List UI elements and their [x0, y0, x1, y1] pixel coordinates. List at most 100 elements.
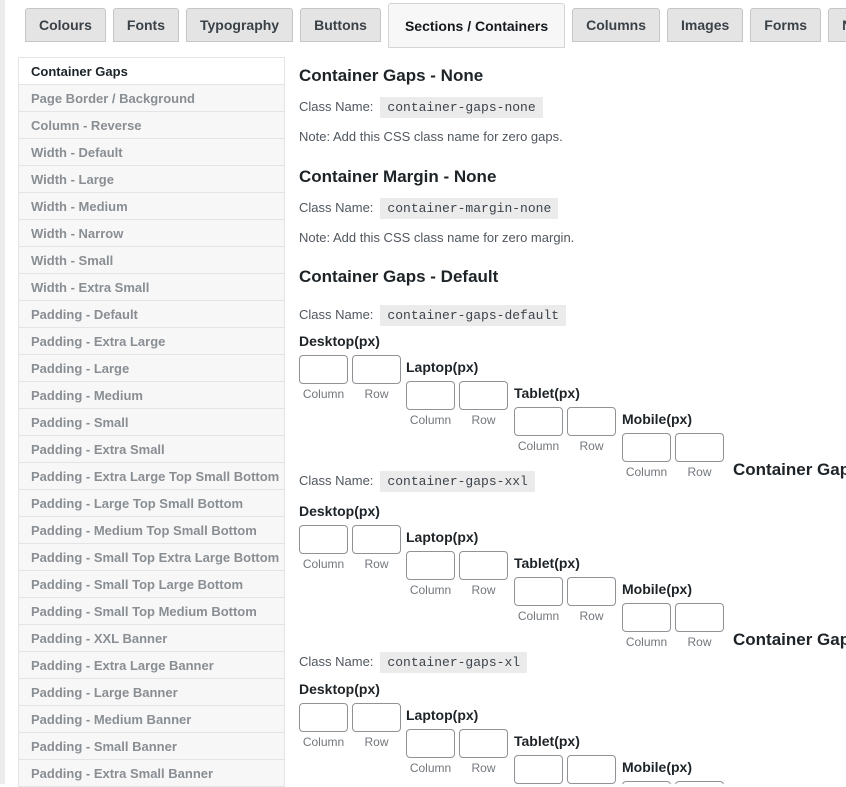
class-name-label: Class Name: [299, 654, 374, 669]
column-gap-input[interactable] [622, 433, 671, 462]
sidebar-item-padding-medium-top-small-bottom[interactable]: Padding - Medium Top Small Bottom [19, 517, 284, 544]
row-label: Row [364, 735, 389, 749]
sidebar-item-padding-medium-banner[interactable]: Padding - Medium Banner [19, 706, 284, 733]
tab-columns[interactable]: Columns [572, 8, 661, 42]
tab-navigation[interactable]: Navigation [828, 8, 846, 42]
column-gap-input[interactable] [299, 525, 348, 554]
column-gap-input[interactable] [514, 407, 563, 436]
row-label: Row [687, 465, 712, 479]
column-gap-input[interactable] [406, 729, 455, 758]
tab-images[interactable]: Images [667, 8, 744, 42]
tab-forms[interactable]: Forms [750, 8, 822, 42]
sidebar-item-padding-extra-large-top-small-bottom[interactable]: Padding - Extra Large Top Small Bottom [19, 463, 284, 490]
row-gap-input[interactable] [352, 525, 401, 554]
row-label: Row [471, 413, 496, 427]
sidebar-item-padding-extra-large-banner[interactable]: Padding - Extra Large Banner [19, 652, 284, 679]
sidebar-item-width-narrow[interactable]: Width - Narrow [19, 220, 284, 247]
sidebar-item-width-default[interactable]: Width - Default [19, 139, 284, 166]
device-label: Tablet(px) [514, 733, 580, 749]
device-label: Desktop(px) [299, 681, 380, 697]
column-gap-input[interactable] [622, 603, 671, 632]
gap-inputs [514, 755, 618, 784]
sidebar-item-padding-large[interactable]: Padding - Large [19, 355, 284, 382]
sidebar-item-padding-default[interactable]: Padding - Default [19, 301, 284, 328]
column-gap-input[interactable] [299, 703, 348, 732]
sidebar-item-padding-small-banner[interactable]: Padding - Small Banner [19, 733, 284, 760]
section-title: Container Gaps - None [299, 66, 484, 85]
row-gap-input[interactable] [567, 755, 616, 784]
sidebar-item-padding-small-top-medium-bottom[interactable]: Padding - Small Top Medium Bottom [19, 598, 284, 625]
sidebar-item-padding-small[interactable]: Padding - Small [19, 409, 284, 436]
column-gap-input[interactable] [406, 381, 455, 410]
tab-fonts[interactable]: Fonts [112, 8, 179, 42]
column-gap-input[interactable] [406, 551, 455, 580]
column-gap-input[interactable] [514, 755, 563, 784]
sidebar-item-padding-large-banner[interactable]: Padding - Large Banner [19, 679, 284, 706]
column-gap-input[interactable] [514, 577, 563, 606]
sidebar-item-padding-small-top-large-bottom[interactable]: Padding - Small Top Large Bottom [19, 571, 284, 598]
column-label: Column [409, 583, 452, 597]
class-name-code: container-gaps-xxl [380, 471, 535, 492]
row-gap-input[interactable] [567, 577, 616, 606]
sidebar-item-padding-extra-small-banner[interactable]: Padding - Extra Small Banner [19, 760, 284, 787]
tab-sections-containers[interactable]: Sections / Containers [387, 3, 566, 48]
row-gap-input[interactable] [675, 433, 724, 462]
sidebar-item-padding-xxl-banner[interactable]: Padding - XXL Banner [19, 625, 284, 652]
class-name-line: Class Name:container-gaps-none [299, 96, 543, 119]
sidebar-item-padding-extra-small[interactable]: Padding - Extra Small [19, 436, 284, 463]
row-gap-input[interactable] [352, 703, 401, 732]
device-label: Laptop(px) [406, 707, 479, 723]
column-label: Column [409, 413, 452, 427]
sidebar-item-width-small[interactable]: Width - Small [19, 247, 284, 274]
column-gap-input[interactable] [299, 355, 348, 384]
row-gap-input[interactable] [352, 355, 401, 384]
row-label: Row [687, 635, 712, 649]
sidebar-item-padding-medium[interactable]: Padding - Medium [19, 382, 284, 409]
tab-buttons[interactable]: Buttons [300, 8, 381, 42]
column-gap-input[interactable] [622, 781, 671, 784]
gap-input-labels: Column Row [406, 413, 510, 427]
column-label: Column [625, 465, 668, 479]
gap-inputs [622, 781, 726, 784]
row-gap-input[interactable] [459, 381, 508, 410]
gap-inputs [622, 603, 726, 632]
class-name-line: Class Name:container-gaps-xxl [299, 470, 535, 493]
sidebar-item-padding-small-top-extra-large-bottom[interactable]: Padding - Small Top Extra Large Bottom [19, 544, 284, 571]
gap-input-labels: Column Row [622, 465, 726, 479]
class-name-code: container-gaps-none [380, 97, 543, 118]
sidebar-item-padding-large-top-small-bottom[interactable]: Padding - Large Top Small Bottom [19, 490, 284, 517]
column-label: Column [409, 761, 452, 775]
sidebar-item-width-extra-small[interactable]: Width - Extra Small [19, 274, 284, 301]
note-text: Note: Add this CSS class name for zero m… [299, 230, 575, 245]
sidebar-item-width-medium[interactable]: Width - Medium [19, 193, 284, 220]
sidebar-item-width-large[interactable]: Width - Large [19, 166, 284, 193]
device-label: Mobile(px) [622, 411, 692, 427]
row-gap-input[interactable] [459, 729, 508, 758]
row-gap-input[interactable] [567, 407, 616, 436]
tab-typography[interactable]: Typography [186, 8, 294, 42]
gap-inputs [299, 355, 403, 384]
row-gap-input[interactable] [459, 551, 508, 580]
sidebar-item-container-gaps[interactable]: Container Gaps [19, 58, 284, 85]
tab-colours[interactable]: Colours [25, 8, 106, 42]
class-name-line: Class Name:container-margin-none [299, 197, 559, 220]
row-label: Row [579, 439, 604, 453]
row-gap-input[interactable] [675, 781, 724, 784]
sidebar-item-padding-extra-large[interactable]: Padding - Extra Large [19, 328, 284, 355]
row-gap-input[interactable] [675, 603, 724, 632]
sidebar-item-page-border-background[interactable]: Page Border / Background [19, 85, 284, 112]
sidebar-item-column-reverse[interactable]: Column - Reverse [19, 112, 284, 139]
gap-inputs [622, 433, 726, 462]
gap-inputs [299, 703, 403, 732]
section-title: Container Margin - None [299, 167, 497, 186]
class-name-label: Class Name: [299, 200, 374, 215]
